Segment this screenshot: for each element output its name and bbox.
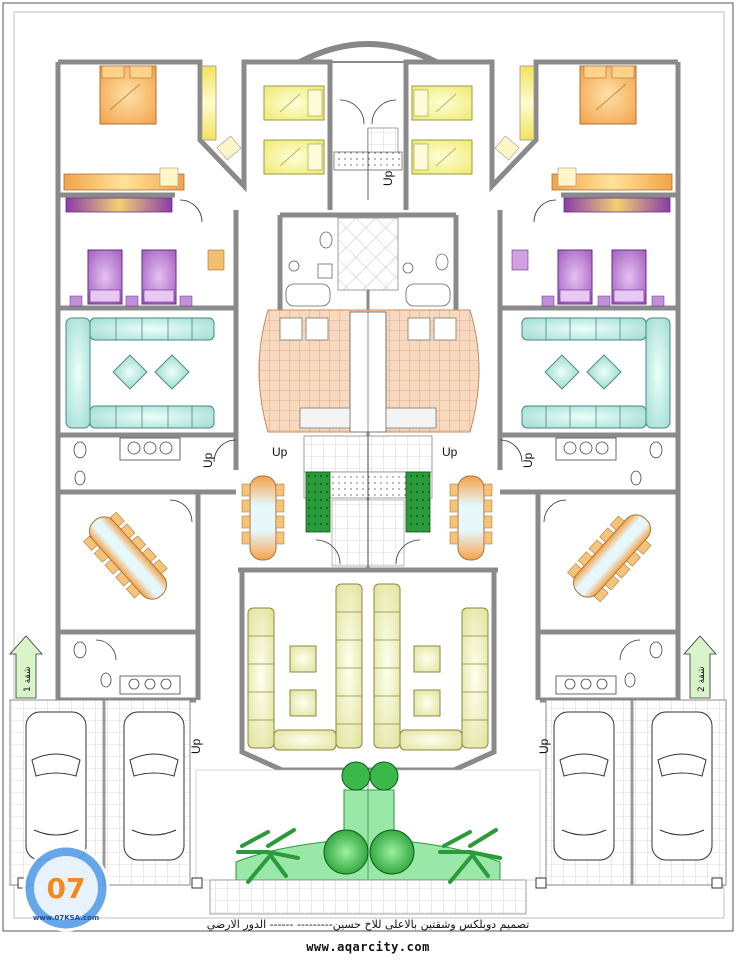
top-stair	[333, 127, 403, 291]
car-2	[123, 711, 185, 861]
dining-table-center-left	[241, 475, 285, 561]
bathrooms-center	[285, 231, 451, 307]
car-4	[651, 711, 713, 861]
website-url[interactable]: www.aqarcity.com	[306, 940, 430, 954]
dining-table-diagonal-right	[567, 514, 652, 603]
caption-floor: ------ الدور الارضي	[206, 918, 294, 931]
majlis-left	[247, 583, 363, 751]
dining-table-center-right	[449, 475, 493, 561]
purple-bedroom-left	[69, 249, 225, 307]
car-3	[553, 711, 615, 861]
living-room-teal-left	[65, 317, 215, 429]
twin-beds-left	[263, 85, 325, 175]
up-label-center-right: Up	[442, 445, 458, 459]
up-label-left: Up	[201, 452, 215, 468]
wc-fixtures	[73, 437, 663, 695]
purple-bedroom-right	[511, 249, 665, 307]
center-stairs	[303, 435, 433, 567]
logo-badge: 07 www.07KSA.com	[22, 844, 110, 932]
apt2-arrow-icon: شقة 2	[683, 635, 717, 699]
apt1-arrow-icon: شقة 1	[9, 635, 43, 699]
front-garden	[195, 769, 541, 915]
twin-beds-right	[411, 85, 473, 175]
caption-title: تصميم دوبلكس وشقتين بالاعلى للاخ حسين---…	[296, 918, 530, 931]
apt1-label: شقة 1	[23, 666, 33, 692]
apt2-label: شقة 2	[697, 666, 707, 692]
master-bedroom-right	[494, 65, 673, 213]
car-1	[25, 711, 87, 861]
up-label-garage-left: Up	[189, 738, 203, 754]
up-label-garage-right: Up	[537, 738, 551, 754]
up-label-right: Up	[521, 452, 535, 468]
logo-site: www.07KSA.com	[33, 914, 99, 922]
tree-icons	[236, 761, 502, 884]
up-label-center-left: Up	[272, 445, 288, 459]
kitchen-tile-area	[258, 309, 480, 433]
building-walls	[55, 59, 681, 773]
plan-caption: تصميم دوبلكس وشقتين بالاعلى للاخ حسين---…	[0, 918, 736, 931]
door-swings	[95, 99, 641, 661]
logo-number: 07	[47, 872, 86, 905]
dining-table-diagonal-left	[83, 511, 168, 600]
master-bedroom-left	[63, 65, 242, 213]
living-room-teal-right	[521, 317, 671, 429]
majlis-right	[373, 583, 489, 751]
up-label-top: Up	[381, 170, 395, 186]
